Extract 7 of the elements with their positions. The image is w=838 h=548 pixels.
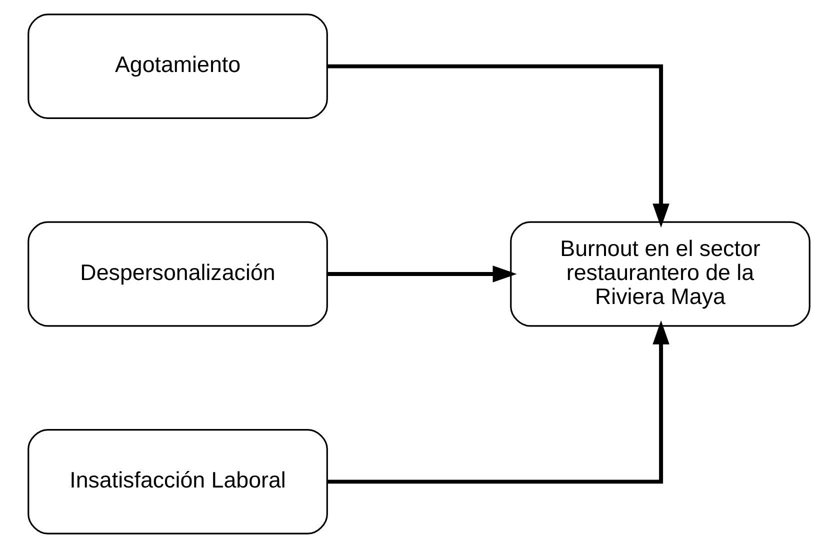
arrow [328,266,517,282]
node-box: Agotamiento [28,14,328,120]
arrow [327,64,670,228]
node-box: Burnout en el sector restaurantero de la Riviera Maya [510,221,810,327]
node-box: Insatisfacción Laboral [28,428,328,534]
arrow [327,320,670,484]
node-box: Despersonalización [28,221,328,327]
